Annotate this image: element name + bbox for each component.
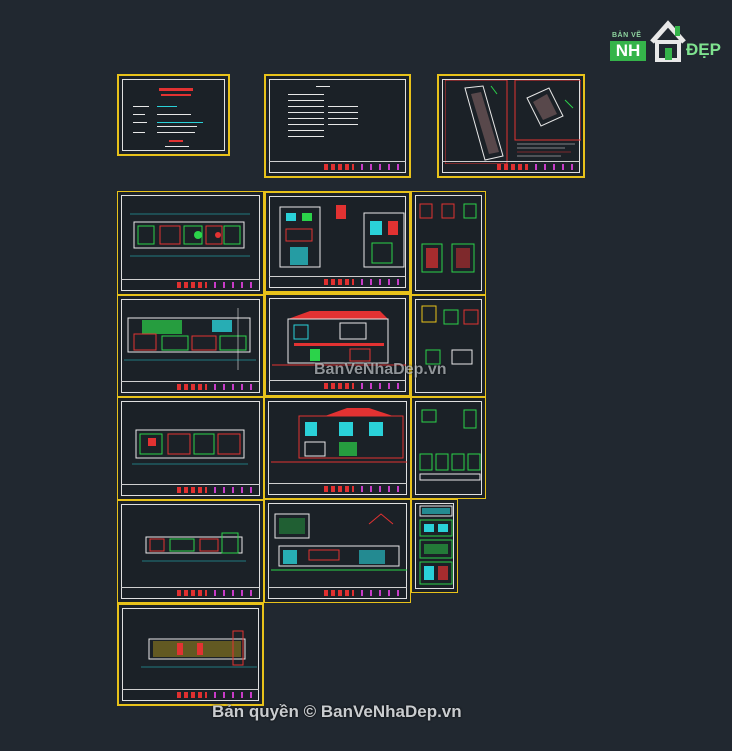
sheet-frame: [269, 196, 406, 288]
plan-3[interactable]: [117, 397, 264, 500]
sheet-frame: [121, 195, 260, 291]
title-block: [121, 484, 260, 496]
title-block: [442, 161, 580, 173]
logo-small-text: BẢN VẼ: [612, 32, 642, 39]
sheet-frame: [268, 401, 407, 495]
index-sheet[interactable]: [264, 74, 411, 178]
sheet-frame: [415, 401, 482, 495]
house-icon: [650, 20, 686, 62]
sheet-frame: [269, 79, 406, 173]
section-drawing: [272, 311, 406, 366]
detail-drawing: [419, 505, 453, 585]
floor-plan-drawing: [130, 213, 250, 257]
section-drawing: [271, 513, 407, 571]
sheet-frame: [122, 79, 225, 151]
site-plan-drawing: [445, 80, 581, 164]
title-block: [121, 381, 260, 393]
watermark-bottom: Bản quyền © BanVeNhaDep.vn: [212, 702, 462, 721]
elev-1[interactable]: [264, 191, 411, 293]
detail-drawing: [421, 305, 479, 365]
site-plan-sheet[interactable]: [437, 74, 585, 178]
floor-plan-drawing: [124, 308, 256, 370]
detail-2[interactable]: [411, 295, 486, 397]
sheet-frame: [415, 503, 454, 589]
title-block: [269, 276, 406, 288]
section-2[interactable]: [264, 397, 411, 499]
sheet-frame: [121, 504, 260, 599]
plan-2[interactable]: [117, 295, 264, 397]
detail-1[interactable]: [411, 191, 486, 295]
sheet-frame: [268, 503, 407, 599]
cover-sheet[interactable]: [117, 74, 230, 156]
sheet-frame: [442, 79, 580, 173]
detail-drawing: [419, 203, 477, 273]
logo-badge: NH: [610, 41, 646, 61]
sheet-frame: [122, 608, 259, 701]
plan-1[interactable]: [117, 191, 264, 295]
sheet-frame: [415, 299, 482, 393]
sheet-frame: [121, 299, 260, 393]
title-block: [269, 161, 406, 173]
title-block: [121, 279, 260, 291]
title-block: [269, 380, 406, 392]
title-block: [121, 587, 260, 599]
title-block: [122, 689, 259, 701]
floor-plan-drawing: [142, 532, 246, 562]
watermark-middle: BanVeNhaDep.vn: [314, 361, 447, 378]
sheet-frame: [121, 401, 260, 496]
sheet-frame: [269, 298, 406, 392]
section-drawing: [271, 408, 407, 463]
roof-plan-drawing: [141, 630, 257, 668]
sheet-frame: [415, 195, 482, 291]
detail-4[interactable]: [411, 499, 458, 593]
floor-plan-drawing: [132, 429, 248, 465]
plan-5[interactable]: [117, 603, 264, 706]
site-logo[interactable]: BẢN VẼ NH ĐẸP: [608, 10, 721, 66]
title-block: [268, 587, 407, 599]
detail-3[interactable]: [411, 397, 486, 499]
detail-drawing: [419, 409, 481, 481]
plan-4[interactable]: [117, 500, 264, 603]
title-block: [268, 483, 407, 495]
section-1[interactable]: [264, 293, 411, 397]
logo-suffix: ĐẸP: [686, 40, 721, 59]
elevation-drawing: [279, 205, 405, 268]
section-3[interactable]: [264, 499, 411, 603]
